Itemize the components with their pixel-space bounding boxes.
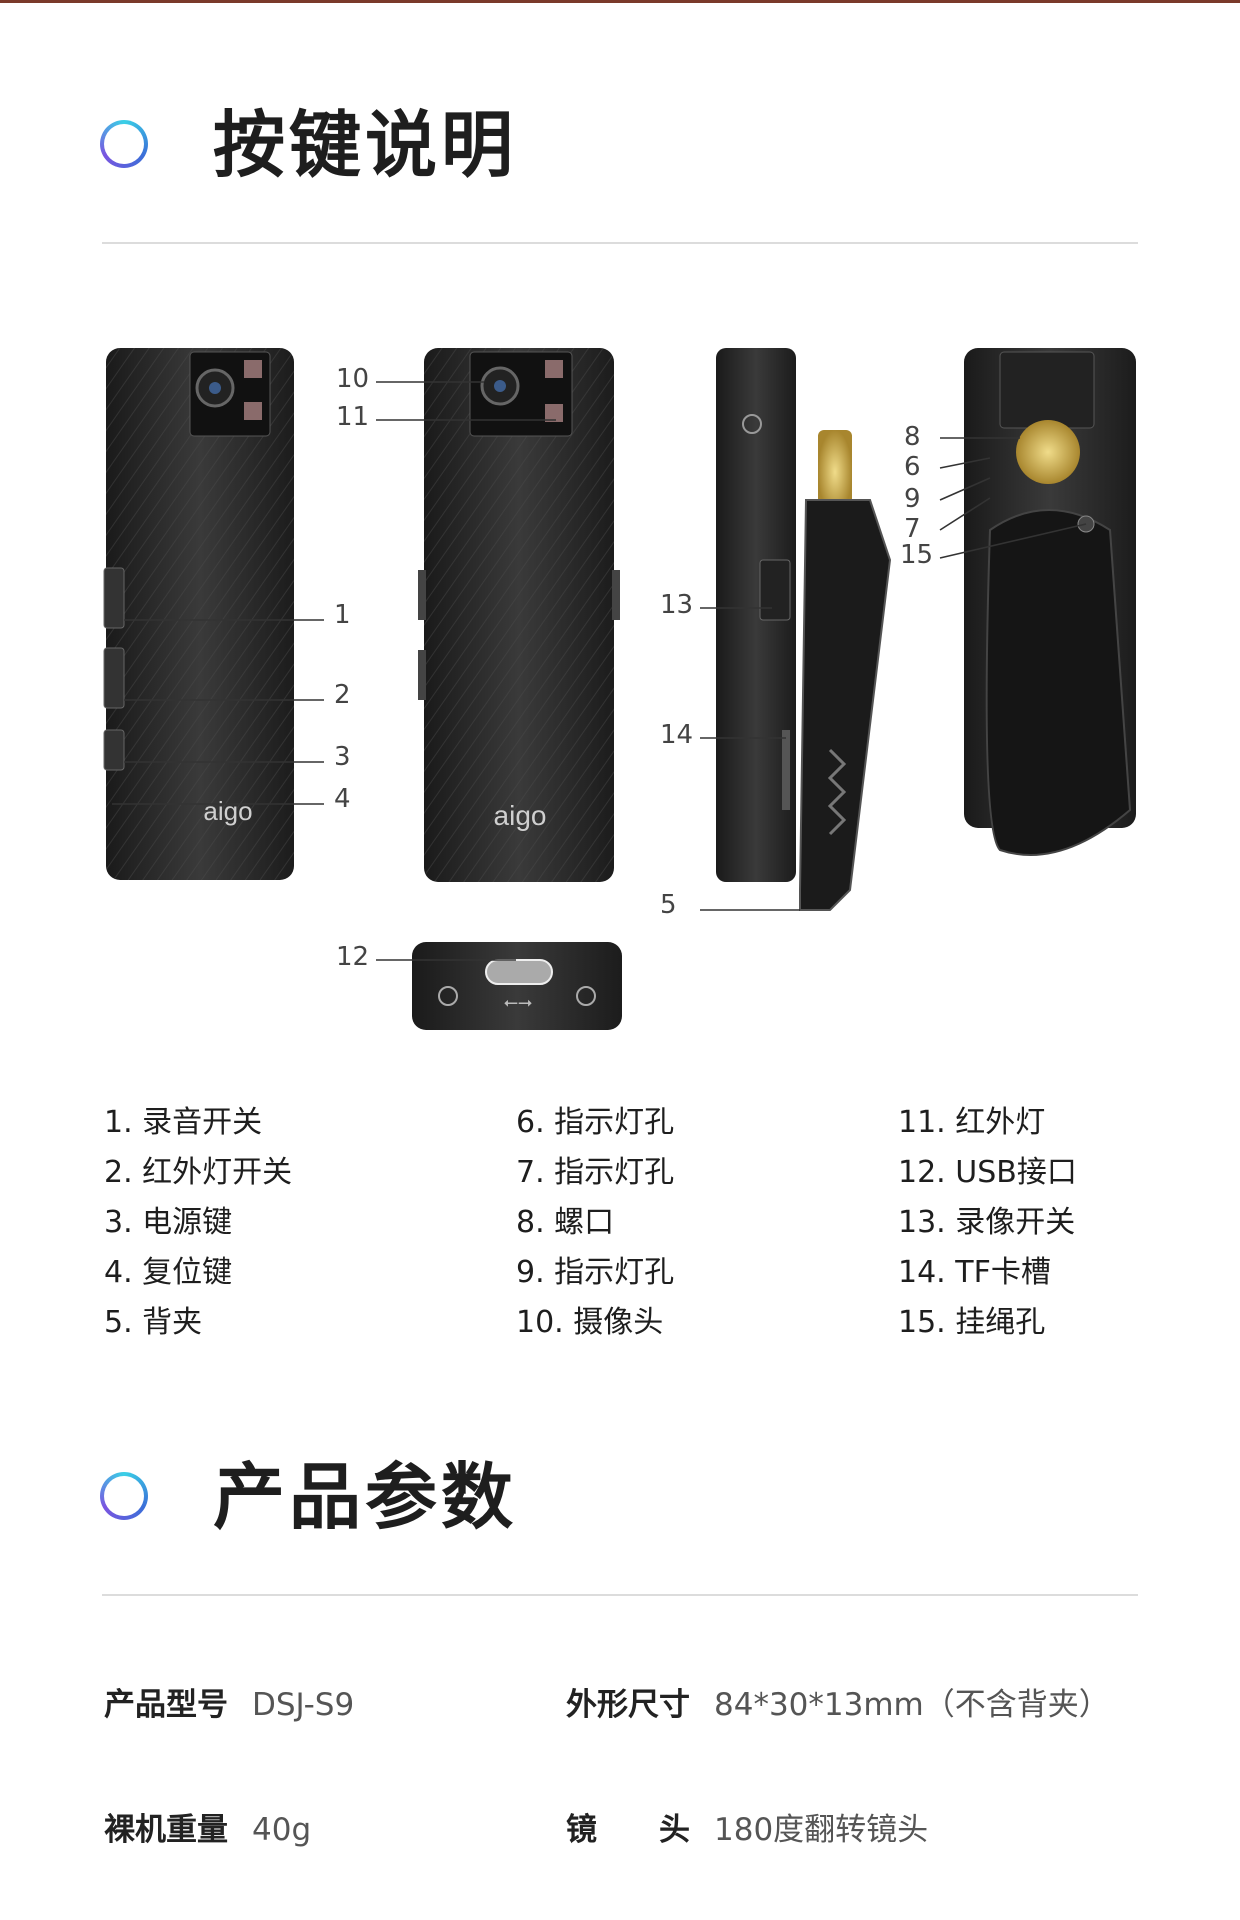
usb-icon: ⭠⭢ — [504, 992, 533, 1013]
circle-bullet-icon — [100, 1472, 148, 1520]
spec-value: 40g — [252, 1812, 312, 1848]
callout-label-6: 6 — [904, 452, 921, 482]
legend-item: 10. 摄像头 — [516, 1305, 664, 1340]
spec-weight: 裸机重量 40g — [104, 1800, 311, 1860]
brand-logo: aigo — [203, 796, 252, 826]
device-diagram: aigo aigo ⭠⭢ — [0, 330, 1240, 1050]
device-view-back: aigo — [418, 348, 620, 882]
callout-label-15: 15 — [900, 540, 934, 570]
circle-bullet-icon — [100, 120, 148, 168]
legend-item: 7. 指示灯孔 — [516, 1155, 675, 1190]
callout-label-12: 12 — [336, 942, 370, 972]
brand-logo: aigo — [494, 800, 547, 831]
callout-label-9: 9 — [904, 484, 921, 514]
callout-label-2: 2 — [334, 680, 351, 710]
callout-label-10: 10 — [336, 364, 370, 394]
callout-label-8: 8 — [904, 422, 921, 452]
legend-item: 8. 螺口 — [516, 1205, 615, 1240]
spec-label: 产品型号 — [104, 1687, 228, 1723]
section-header-keys: 按键说明 — [100, 100, 1136, 210]
callout-label-14: 14 — [660, 720, 694, 750]
callout-label-7: 7 — [904, 514, 921, 544]
spec-value: DSJ-S9 — [252, 1687, 355, 1723]
spec-label: 外形尺寸 — [566, 1687, 690, 1723]
legend-item: 3. 电源键 — [104, 1205, 233, 1240]
callout-label-13: 13 — [660, 590, 694, 620]
section-header-params: 产品参数 — [100, 1452, 1136, 1562]
legend-item: 11. 红外灯 — [898, 1105, 1046, 1140]
callout-label-3: 3 — [334, 742, 351, 772]
callout-label-4: 4 — [334, 784, 351, 814]
section-divider — [102, 242, 1138, 244]
legend-column-1: 1. 录音开关 2. 红外灯开关 3. 电源键 4. 复位键 5. 背夹 — [104, 1098, 292, 1348]
section-title: 产品参数 — [213, 1455, 518, 1539]
spec-value: 84*30*13mm（不含背夹） — [714, 1687, 1110, 1723]
legend-item: 12. USB接口 — [898, 1155, 1077, 1190]
legend-item: 15. 挂绳孔 — [898, 1305, 1046, 1340]
legend-item: 2. 红外灯开关 — [104, 1155, 293, 1190]
spec-label: 裸机重量 — [104, 1812, 228, 1848]
device-view-side-clip — [716, 348, 892, 911]
spec-label: 镜 头 — [566, 1812, 690, 1848]
callout-lines — [112, 381, 1087, 961]
spec-lens: 镜 头 180度翻转镜头 — [566, 1800, 928, 1860]
spec-dimensions: 外形尺寸 84*30*13mm（不含背夹） — [566, 1675, 1110, 1735]
legend-item: 13. 录像开关 — [898, 1205, 1076, 1240]
legend-item: 6. 指示灯孔 — [516, 1105, 675, 1140]
legend-item: 4. 复位键 — [104, 1255, 233, 1290]
device-view-front-left: aigo — [103, 348, 294, 880]
spec-model: 产品型号 DSJ-S9 — [104, 1675, 354, 1735]
device-view-back-clip — [964, 348, 1136, 856]
legend-item: 1. 录音开关 — [104, 1105, 263, 1140]
section-title: 按键说明 — [213, 103, 518, 187]
callout-label-1: 1 — [334, 600, 351, 630]
legend-column-3: 11. 红外灯 12. USB接口 13. 录像开关 14. TF卡槽 15. … — [898, 1098, 1077, 1348]
legend-column-2: 6. 指示灯孔 7. 指示灯孔 8. 螺口 9. 指示灯孔 10. 摄像头 — [516, 1098, 674, 1348]
legend-item: 14. TF卡槽 — [898, 1255, 1051, 1290]
spec-value: 180度翻转镜头 — [714, 1812, 929, 1848]
device-view-bottom: ⭠⭢ — [412, 942, 622, 1030]
section-divider — [102, 1594, 1138, 1596]
callout-label-5: 5 — [660, 890, 677, 920]
legend-item: 9. 指示灯孔 — [516, 1255, 675, 1290]
callout-label-11: 11 — [336, 402, 370, 432]
legend-item: 5. 背夹 — [104, 1305, 203, 1340]
device-illustration: aigo aigo ⭠⭢ — [103, 348, 1136, 1030]
top-border — [0, 0, 1240, 3]
